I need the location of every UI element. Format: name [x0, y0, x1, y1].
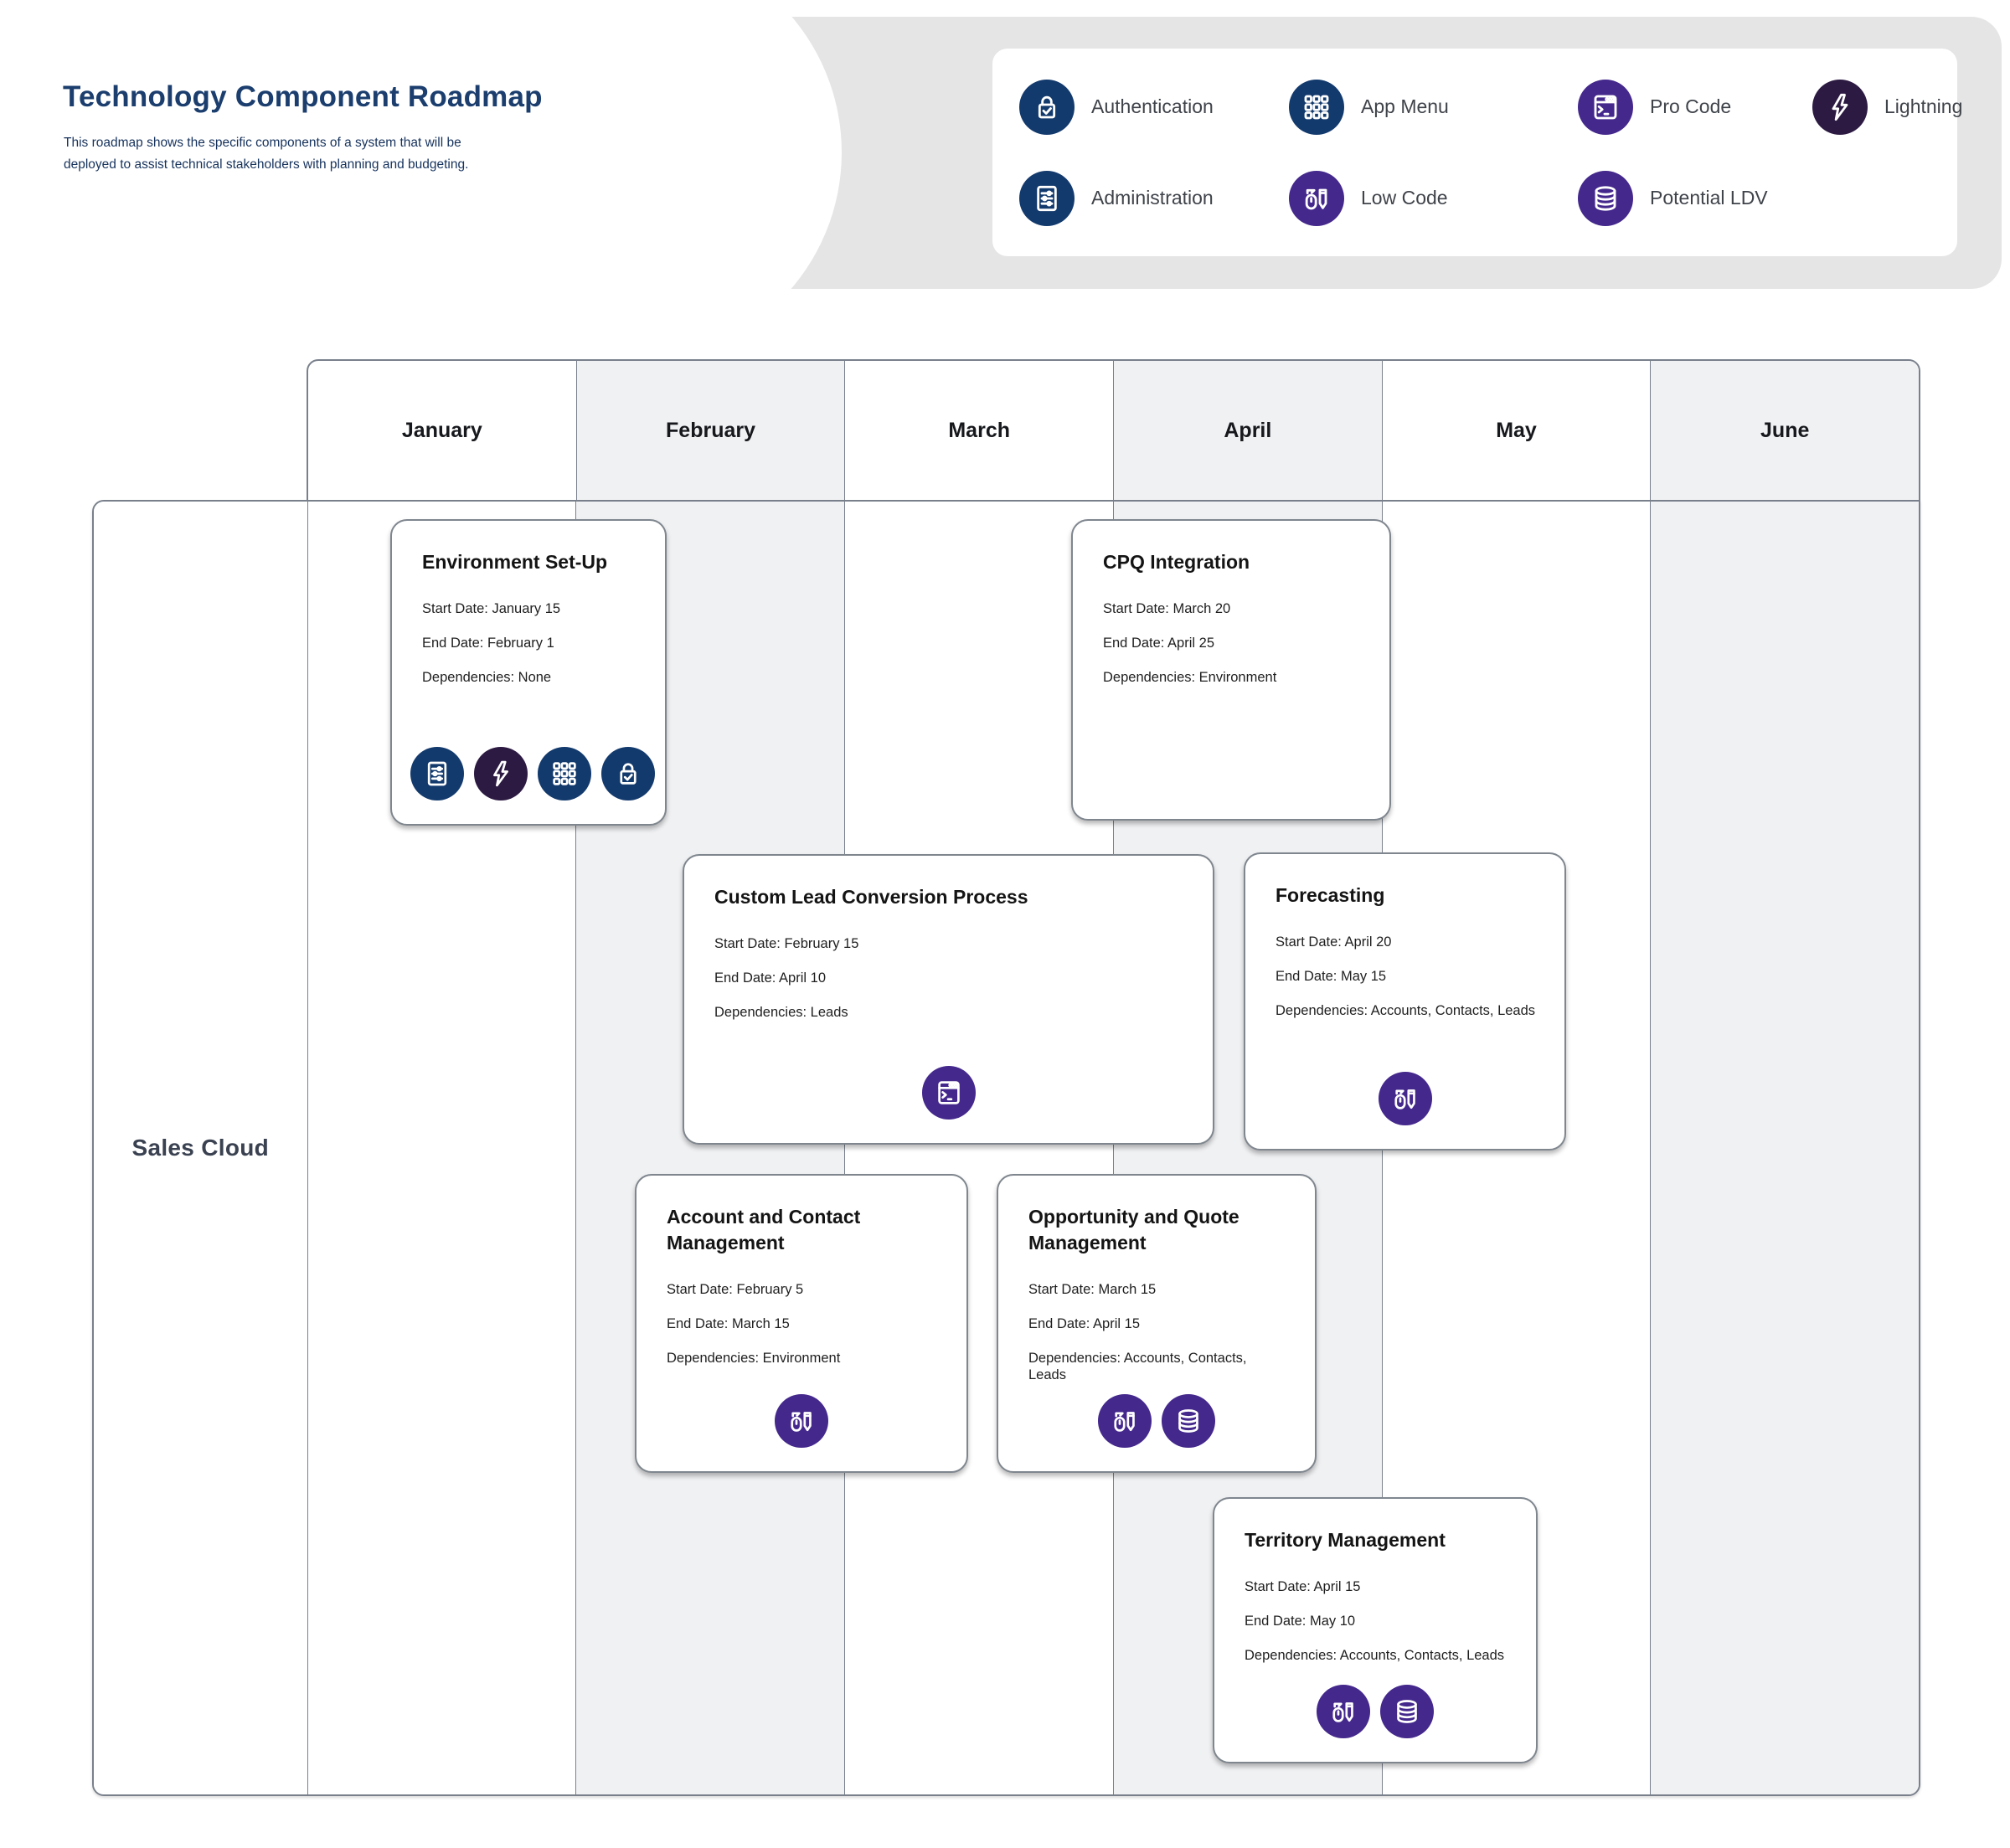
card-forecasting[interactable]: Forecasting Start Date: April 20 End Dat…	[1244, 852, 1566, 1150]
administration-icon	[410, 747, 464, 800]
card-icon-row	[1245, 1072, 1564, 1125]
card-dependencies: Dependencies: Leads	[714, 1005, 848, 1020]
card-end-date: End Date: April 15	[1028, 1316, 1140, 1331]
card-end-date: End Date: February 1	[422, 636, 554, 651]
legend-item-lightning[interactable]: Lightning	[1812, 79, 1963, 135]
month-header-may: May	[1381, 361, 1651, 500]
legend-label: Pro Code	[1650, 95, 1732, 117]
card-icon-row	[998, 1394, 1315, 1448]
card-dependencies: Dependencies: Accounts, Contacts, Leads	[1276, 1003, 1536, 1018]
card-title: Opportunity and Quote Management	[1028, 1206, 1240, 1253]
card-title: Custom Lead Conversion Process	[714, 886, 1028, 908]
card-opportunity-and-quote-management[interactable]: Opportunity and Quote Management Start D…	[997, 1174, 1317, 1473]
card-dependencies: Dependencies: Accounts, Contacts, Leads	[1245, 1648, 1505, 1663]
column-january	[307, 502, 576, 1794]
legend-item-pro-code[interactable]: Pro Code	[1578, 79, 1812, 135]
timeline-header-row: January February March April May June	[307, 359, 1920, 502]
legend-item-administration[interactable]: Administration	[1019, 170, 1289, 226]
card-title: Account and Contact Management	[667, 1206, 861, 1253]
card-icon-row	[1214, 1685, 1536, 1738]
legend-item-app-menu[interactable]: App Menu	[1289, 79, 1578, 135]
card-start-date: Start Date: April 15	[1245, 1579, 1361, 1594]
legend-label: Authentication	[1091, 95, 1214, 117]
row-label-sales-cloud: Sales Cloud	[94, 502, 307, 1794]
card-start-date: Start Date: March 15	[1028, 1282, 1157, 1297]
authentication-icon	[601, 747, 655, 800]
card-start-date: Start Date: January 15	[422, 601, 561, 616]
pro-code-icon	[921, 1066, 976, 1120]
card-cpq-integration[interactable]: CPQ Integration Start Date: March 20 End…	[1071, 519, 1391, 821]
card-dependencies: Dependencies: Environment	[667, 1351, 841, 1366]
card-end-date: End Date: May 10	[1245, 1614, 1356, 1629]
legend-label: Administration	[1091, 187, 1214, 208]
card-environment-set-up[interactable]: Environment Set-Up Start Date: January 1…	[390, 519, 667, 826]
legend-panel: Authentication App Menu Pro Code Lightni…	[992, 49, 1962, 256]
card-territory-management[interactable]: Territory Management Start Date: April 1…	[1213, 1497, 1538, 1763]
card-start-date: Start Date: February 15	[714, 936, 859, 951]
month-header-january: January	[401, 418, 482, 442]
month-header-february: February	[575, 361, 845, 500]
legend-item-potential-ldv[interactable]: Potential LDV	[1578, 170, 1812, 226]
lightning-icon	[1812, 79, 1868, 135]
card-end-date: End Date: March 15	[667, 1316, 790, 1331]
authentication-icon	[1019, 79, 1075, 135]
card-custom-lead-conversion-process[interactable]: Custom Lead Conversion Process Start Dat…	[683, 854, 1214, 1145]
band-curve-notch	[423, 0, 842, 362]
pro-code-icon	[1578, 79, 1633, 135]
roadmap-grid: January February March April May June Sa…	[92, 359, 1920, 1796]
month-header-april: April	[1113, 361, 1382, 500]
legend-label: Lightning	[1884, 95, 1963, 117]
legend-label: App Menu	[1361, 95, 1449, 117]
card-title: Forecasting	[1276, 884, 1385, 906]
lightning-icon	[474, 747, 528, 800]
legend-label: Low Code	[1361, 187, 1448, 208]
column-march	[844, 502, 1113, 1794]
card-dependencies: Dependencies: Accounts, Contacts, Leads	[1028, 1351, 1247, 1382]
month-header-june: June	[1650, 361, 1919, 500]
column-june	[1650, 502, 1919, 1794]
app-menu-icon	[538, 747, 591, 800]
card-account-and-contact-management[interactable]: Account and Contact Management Start Dat…	[635, 1174, 968, 1473]
low-code-icon	[1378, 1072, 1432, 1125]
card-icon-row	[392, 747, 665, 800]
card-dependencies: Dependencies: Environment	[1103, 670, 1277, 685]
app-menu-icon	[1289, 79, 1344, 135]
month-header-march: March	[844, 361, 1113, 500]
card-start-date: Start Date: March 20	[1103, 601, 1231, 616]
card-title: CPQ Integration	[1103, 551, 1250, 573]
low-code-icon	[1317, 1685, 1370, 1738]
card-dependencies: Dependencies: None	[422, 670, 552, 685]
card-end-date: End Date: April 10	[714, 970, 826, 986]
card-end-date: End Date: April 25	[1103, 636, 1214, 651]
card-start-date: Start Date: February 5	[667, 1282, 804, 1297]
potential-ldv-icon	[1380, 1685, 1434, 1738]
low-code-icon	[1098, 1394, 1152, 1448]
administration-icon	[1019, 170, 1075, 226]
page-title: Technology Component Roadmap	[63, 80, 543, 113]
potential-ldv-icon	[1578, 170, 1633, 226]
legend-label: Potential LDV	[1650, 187, 1768, 208]
card-end-date: End Date: May 15	[1276, 969, 1387, 984]
card-icon-row	[684, 1066, 1213, 1120]
card-title: Environment Set-Up	[422, 551, 608, 573]
sales-cloud-row: Sales Cloud	[92, 500, 1920, 1796]
card-start-date: Start Date: April 20	[1276, 934, 1392, 950]
legend-item-low-code[interactable]: Low Code	[1289, 170, 1578, 226]
page-description: This roadmap shows the specific componen…	[64, 136, 469, 172]
low-code-icon	[775, 1394, 828, 1448]
card-title: Territory Management	[1245, 1529, 1446, 1551]
legend-item-authentication[interactable]: Authentication	[1019, 79, 1289, 135]
low-code-icon	[1289, 170, 1344, 226]
card-icon-row	[636, 1394, 966, 1448]
potential-ldv-icon	[1162, 1394, 1215, 1448]
